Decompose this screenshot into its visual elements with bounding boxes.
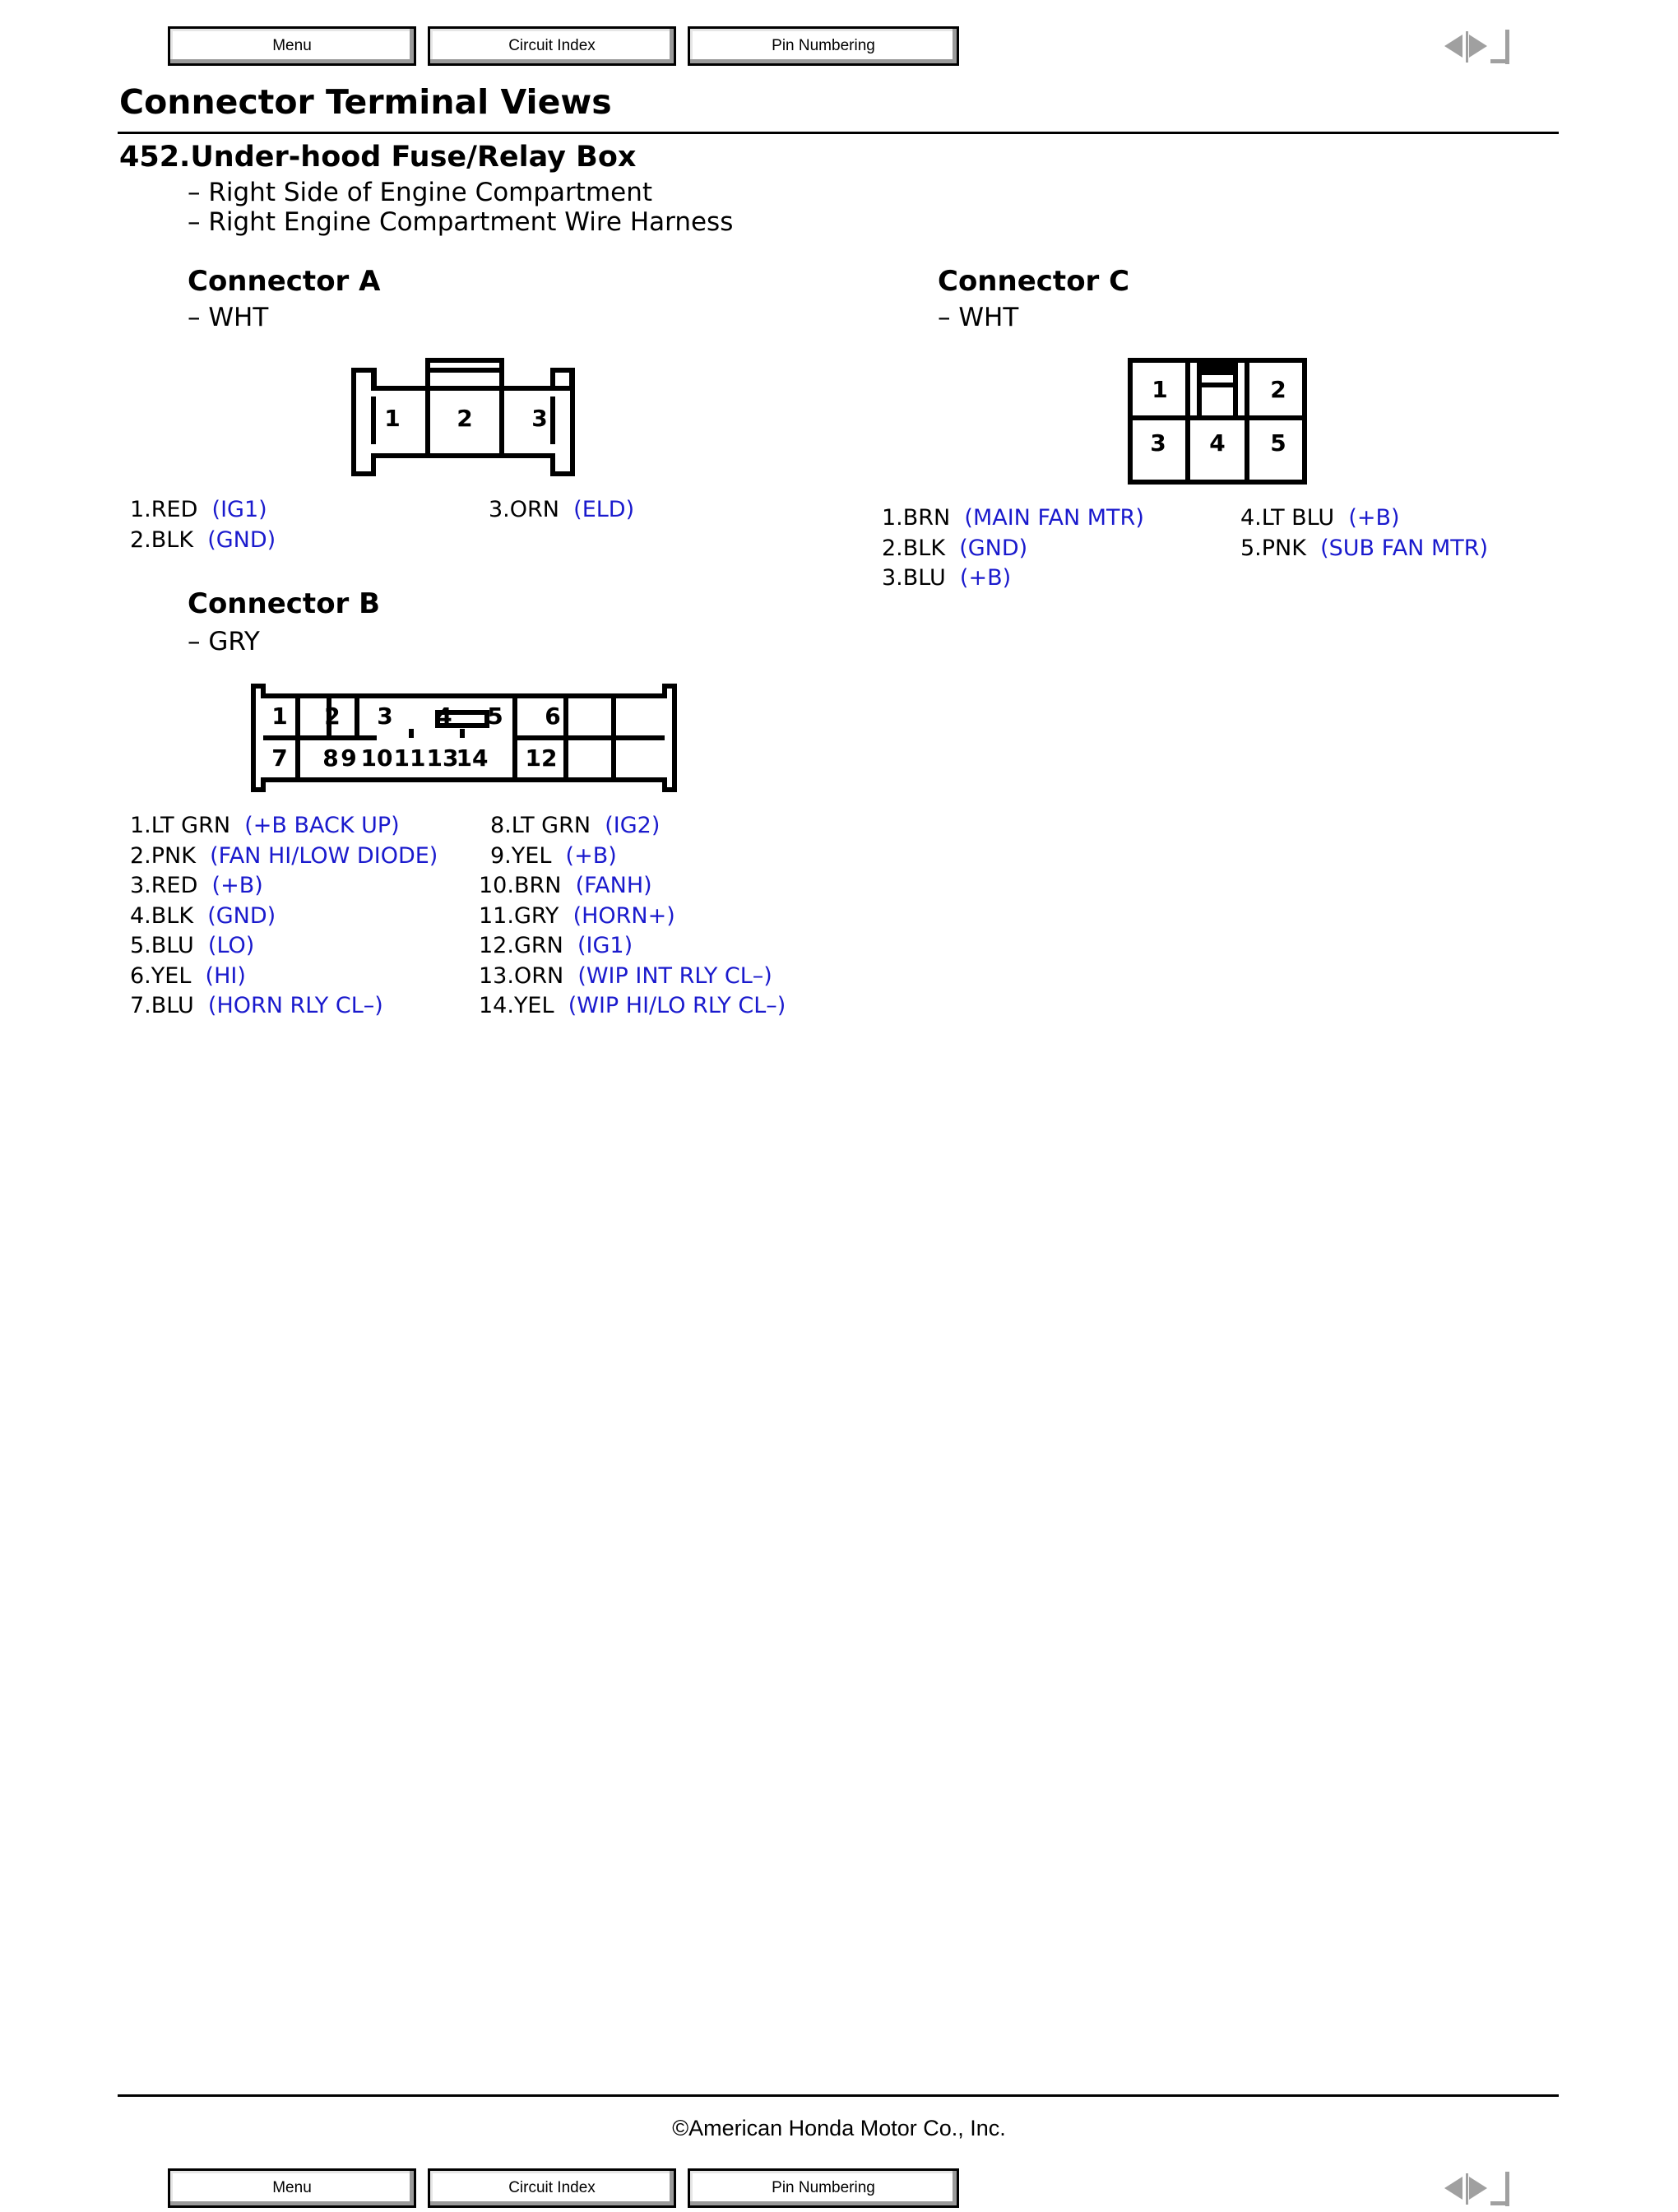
pin-entry: 2.BLK (GND) (882, 535, 1028, 561)
connector-b-title: Connector B (188, 587, 381, 620)
connector-b-color: – GRY (188, 627, 260, 656)
terminal-label: 3 (377, 703, 392, 730)
circuit-index-button[interactable]: Circuit Index (428, 2168, 676, 2208)
connector-c-pin-list: 1.BRN (MAIN FAN MTR) 2.BLK (GND) 3.BLU (… (882, 503, 1144, 594)
pin-entry: 3.BLU (+B) (882, 565, 1012, 591)
terminal-label: 3 (531, 405, 547, 432)
end-base-icon (1490, 2201, 1509, 2205)
pin-entry: 1.LT GRN (+B BACK UP) (130, 813, 400, 838)
terminal-label: 2 (324, 703, 340, 730)
page-nav-arrows (1444, 2172, 1509, 2206)
menu-button[interactable]: Menu (168, 2168, 416, 2208)
terminal-label: 10 (361, 744, 393, 772)
end-bar-icon (1505, 30, 1509, 64)
connector-c-title: Connector C (938, 265, 1130, 298)
connector-b-pin-list: 1.LT GRN (+B BACK UP) 2.PNK (FAN HI/LOW … (130, 811, 438, 1022)
terminal-label: 11 (394, 744, 426, 772)
pin-entry: 1.RED (IG1) (130, 497, 267, 522)
pin-entry: 2.PNK (FAN HI/LOW DIODE) (130, 842, 438, 869)
terminal-label: 8 (322, 744, 338, 772)
pin-entry: 9.YEL (+B) (490, 842, 617, 869)
terminal-label: 7 (271, 744, 287, 772)
pin-entry: 13.ORN (WIP INT RLY CL–) (479, 962, 772, 989)
pin-entry: 4.BLK (GND) (130, 902, 276, 929)
connector-a-diagram: 1 2 3 (351, 358, 575, 476)
pin-entry: 5.PNK (SUB FAN MTR) (1240, 535, 1489, 561)
terminal-label: 1 (1152, 376, 1167, 403)
connector-c-diagram: 1 2 3 4 5 (1128, 358, 1307, 485)
terminal-label: 4 (436, 703, 452, 730)
prev-page-icon[interactable] (1444, 35, 1462, 58)
footer-divider (118, 2094, 1559, 2097)
connector-c-pin-list: 4.LT BLU (+B) 5.PNK (SUB FAN MTR) (1240, 503, 1488, 563)
terminal-label: 4 (1209, 429, 1225, 457)
next-page-icon[interactable] (1469, 35, 1487, 58)
pin-entry: 8.LT GRN (IG2) (490, 813, 661, 838)
pin-entry: 6.YEL (HI) (130, 962, 246, 989)
divider-icon (1466, 31, 1468, 63)
connector-c-key (1199, 360, 1235, 375)
prev-page-icon[interactable] (1444, 2177, 1462, 2200)
pin-entry: 7.BLU (HORN RLY CL–) (130, 993, 383, 1018)
page-title: Connector Terminal Views (119, 82, 612, 122)
next-page-icon[interactable] (1469, 2177, 1487, 2200)
connector-b-diagram: 1 2 3 4 5 6 7 8 9 10 11 13 14 12 (251, 684, 677, 792)
pin-entry: 2.BLK (GND) (130, 526, 276, 553)
terminal-label: 9 (341, 744, 356, 772)
component-title: 452.Under-hood Fuse/Relay Box (119, 141, 637, 174)
terminal-label: 2 (1270, 376, 1286, 403)
terminal-label: 14 (457, 744, 489, 772)
pin-entry: 1.BRN (MAIN FAN MTR) (882, 505, 1144, 531)
connector-a-pin-list: 3.ORN (ELD) (489, 495, 634, 526)
terminal-label: 1 (271, 703, 287, 730)
pin-entry: 12.GRN (IG1) (479, 933, 633, 958)
circuit-index-button[interactable]: Circuit Index (428, 26, 676, 66)
terminal-label: 2 (457, 405, 472, 432)
pin-entry: 5.BLU (LO) (130, 933, 255, 958)
connector-a-title: Connector A (188, 265, 381, 298)
pin-entry: 14.YEL (WIP HI/LO RLY CL–) (479, 993, 786, 1018)
divider-icon (1466, 2173, 1468, 2205)
terminal-label: 3 (1150, 429, 1166, 457)
terminal-label: 6 (545, 703, 560, 730)
page-nav-arrows (1444, 30, 1509, 64)
connector-b-pin-list: 8.LT GRN (IG2) 9.YEL (+B) 10.BRN (FANH) … (479, 811, 786, 1022)
end-base-icon (1490, 59, 1509, 63)
pin-entry: 3.RED (+B) (130, 873, 263, 898)
menu-button[interactable]: Menu (168, 26, 416, 66)
location-line: – Right Side of Engine Compartment (188, 178, 653, 207)
pin-numbering-button[interactable]: Pin Numbering (688, 2168, 959, 2208)
pin-entry: 10.BRN (FANH) (479, 873, 652, 898)
terminal-label: 12 (526, 744, 558, 772)
location-line: – Right Engine Compartment Wire Harness (188, 207, 734, 237)
title-divider (118, 132, 1559, 134)
pin-entry: 11.GRY (HORN+) (479, 902, 675, 929)
copyright: ©American Honda Motor Co., Inc. (672, 2116, 1006, 2140)
pin-entry: 4.LT BLU (+B) (1240, 505, 1400, 531)
connector-c-color: – WHT (938, 303, 1019, 332)
end-bar-icon (1505, 2172, 1509, 2206)
connector-a-pin-list: 1.RED (IG1) 2.BLK (GND) (130, 495, 276, 555)
connector-a-color: – WHT (188, 303, 269, 332)
pin-numbering-button[interactable]: Pin Numbering (688, 26, 959, 66)
terminal-label: 1 (384, 405, 400, 432)
terminal-label: 13 (427, 744, 459, 772)
terminal-label: 5 (487, 703, 503, 730)
pin-entry: 3.ORN (ELD) (489, 497, 635, 522)
terminal-label: 5 (1270, 429, 1286, 457)
